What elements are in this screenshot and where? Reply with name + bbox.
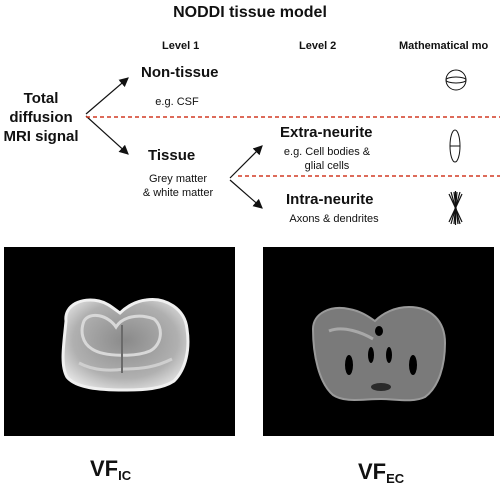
intra-neurite-example: Axons & dendrites bbox=[289, 213, 379, 225]
header-level-2: Level 2 bbox=[299, 40, 337, 52]
tissue-label: Tissue bbox=[148, 147, 196, 164]
extra-neurite-example-line-1: e.g. Cell bodies & bbox=[283, 146, 371, 158]
vf-ec-label-sub: EC bbox=[386, 471, 405, 486]
root-line-1: Total bbox=[23, 90, 59, 107]
vf-ic-brain-image bbox=[61, 298, 190, 392]
vf-ec-label-main: VF bbox=[358, 459, 387, 484]
intra-neurite-label: Intra-neurite bbox=[286, 191, 374, 208]
sphere-icon bbox=[445, 69, 467, 91]
header-mathematical-model: Mathematical mo bbox=[399, 40, 489, 52]
vf-ic-label: VFIC bbox=[90, 456, 131, 483]
vf-ic-label-main: VF bbox=[90, 456, 119, 481]
vf-ec-brain-image bbox=[311, 305, 447, 402]
tissue-example-line-1: Grey matter bbox=[148, 173, 208, 185]
tissue-example: Grey matter & white matter bbox=[128, 172, 228, 200]
ellipsoid-icon bbox=[449, 129, 461, 163]
vf-ec-label: VFEC bbox=[358, 459, 404, 486]
extra-neurite-label: Extra-neurite bbox=[280, 124, 373, 141]
tissue-branch-arrows bbox=[229, 145, 263, 209]
root-label: Total diffusion MRI signal bbox=[0, 89, 82, 146]
header-level-1: Level 1 bbox=[162, 40, 200, 52]
extra-neurite-example-line-2: glial cells bbox=[304, 160, 350, 172]
tissue-example-line-2: & white matter bbox=[142, 187, 214, 199]
non-tissue-example: e.g. CSF bbox=[155, 96, 199, 108]
diagram-graphics bbox=[85, 69, 500, 225]
root-branch-arrows bbox=[85, 77, 129, 155]
vf-ec-map-panel bbox=[263, 247, 494, 436]
sticks-icon bbox=[448, 191, 463, 225]
vf-ic-map-panel bbox=[4, 247, 235, 436]
diagram-title: NODDI tissue model bbox=[173, 4, 327, 21]
vf-ic-label-sub: IC bbox=[118, 468, 132, 483]
root-line-2: diffusion bbox=[9, 109, 73, 126]
non-tissue-label: Non-tissue bbox=[141, 64, 219, 81]
root-line-3: MRI signal bbox=[3, 128, 79, 145]
extra-neurite-example: e.g. Cell bodies & glial cells bbox=[272, 145, 382, 173]
